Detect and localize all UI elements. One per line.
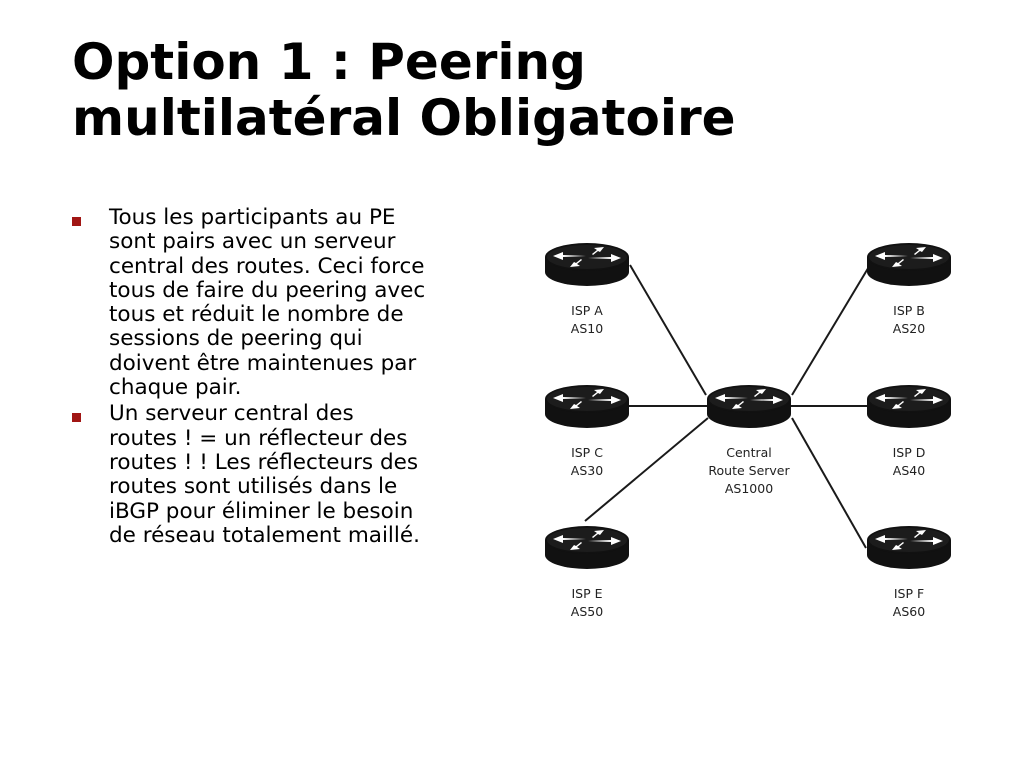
link-isp-a bbox=[629, 264, 707, 396]
link-isp-f bbox=[791, 417, 867, 549]
isp-f-label-line-2: AS60 bbox=[893, 604, 925, 619]
bullet-1-line-2: sont pairs avec un serveur bbox=[109, 229, 396, 255]
isp-a-label-line-2: AS10 bbox=[571, 321, 603, 336]
isp-e-label-line-2: AS50 bbox=[571, 604, 603, 619]
slide-title: Option 1 : Peering multilatéral Obligato… bbox=[72, 34, 972, 146]
bullet-2-line-3: routes ! ! Les réflecteurs des bbox=[109, 449, 419, 475]
bullet-1-line-8: chaque pair. bbox=[109, 375, 242, 401]
bullet-item-1: Tous les participants au PE sont pairs a… bbox=[72, 205, 512, 401]
bullet-2-line-2: routes ! = un réflecteur des bbox=[109, 425, 408, 451]
router-icon bbox=[545, 385, 629, 428]
square-bullet-icon bbox=[72, 413, 81, 423]
bullet-2-line-4: routes sont utilisés dans le bbox=[109, 474, 398, 500]
router-central: Central Route Server AS1000 bbox=[707, 385, 791, 496]
router-isp-e: ISP E AS50 bbox=[545, 526, 629, 619]
bullet-1-line-4: tous de faire du peering avec bbox=[109, 277, 426, 303]
bullet-2-line-6: de réseau totalement maillé. bbox=[109, 522, 420, 548]
router-icon bbox=[867, 385, 951, 428]
bullet-1-line-1: Tous les participants au PE bbox=[109, 205, 396, 230]
isp-c-label-line-1: ISP C bbox=[571, 445, 603, 460]
title-line-1: Option 1 : Peering bbox=[72, 33, 586, 91]
router-isp-f: ISP F AS60 bbox=[867, 526, 951, 619]
isp-f-label-line-1: ISP F bbox=[894, 586, 924, 601]
isp-d-label-line-1: ISP D bbox=[893, 445, 926, 460]
router-icon bbox=[867, 243, 951, 286]
bullet-list: Tous les participants au PE sont pairs a… bbox=[72, 205, 512, 550]
square-bullet-icon bbox=[72, 217, 81, 226]
router-isp-a: ISP A AS10 bbox=[545, 243, 629, 336]
router-isp-c: ISP C AS30 bbox=[545, 385, 629, 478]
isp-d-label-line-2: AS40 bbox=[893, 463, 925, 478]
router-icon bbox=[707, 385, 791, 428]
router-icon bbox=[545, 526, 629, 569]
link-isp-e bbox=[584, 417, 709, 522]
router-isp-b: ISP B AS20 bbox=[867, 243, 951, 336]
bullet-1-line-5: tous et réduit le nombre de bbox=[109, 302, 404, 328]
bullet-2-line-1: Un serveur central des bbox=[109, 401, 354, 427]
router-icon bbox=[545, 243, 629, 286]
central-label-line-1: Central bbox=[726, 445, 772, 460]
isp-b-label-line-1: ISP B bbox=[893, 303, 925, 318]
connection-lines bbox=[584, 264, 871, 549]
router-isp-d: ISP D AS40 bbox=[867, 385, 951, 478]
isp-e-label-line-1: ISP E bbox=[571, 586, 602, 601]
link-isp-b bbox=[791, 264, 871, 396]
title-line-2: multilatéral Obligatoire bbox=[72, 89, 736, 147]
isp-c-label-line-2: AS30 bbox=[571, 463, 603, 478]
bullet-2-line-5: iBGP pour éliminer le besoin bbox=[109, 498, 414, 524]
isp-b-label-line-2: AS20 bbox=[893, 321, 925, 336]
isp-a-label-line-1: ISP A bbox=[571, 303, 603, 318]
central-label-line-2: Route Server bbox=[708, 463, 790, 478]
route-server-diagram: Central Route Server AS1000 ISP A AS10 I… bbox=[545, 243, 951, 619]
bullet-1-line-7: doivent être maintenues par bbox=[109, 350, 417, 376]
central-label-line-3: AS1000 bbox=[725, 481, 773, 496]
bullet-item-2: Un serveur central des routes ! = un réf… bbox=[72, 402, 512, 548]
bullet-1-line-3: central des routes. Ceci force bbox=[109, 253, 425, 279]
router-icon bbox=[867, 526, 951, 569]
bullet-1-line-6: sessions de peering qui bbox=[109, 326, 363, 352]
